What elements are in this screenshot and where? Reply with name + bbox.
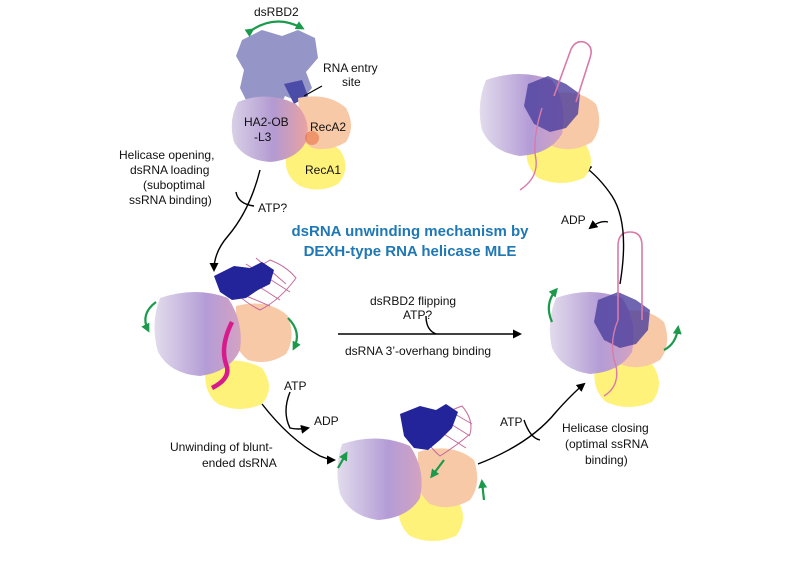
ha2-ob-l3-domain <box>337 438 422 520</box>
label-opening-1: Helicase opening, <box>119 148 214 162</box>
state-3-unwinding <box>337 404 488 541</box>
label-adp-bottom-left: ADP <box>314 414 339 428</box>
reca2-domain <box>417 448 478 508</box>
ssrna-strand <box>603 319 619 397</box>
arrow-atp-q-left <box>235 191 255 207</box>
dsrbd2-domain <box>400 404 458 450</box>
label-atp-bottom-right: ATP <box>500 415 522 429</box>
state-2-dsrna-loaded <box>141 257 301 409</box>
rotation-arrow-left <box>141 301 157 333</box>
label-adp-top-right: ADP <box>561 213 586 227</box>
label-closing-3: binding) <box>585 453 628 467</box>
label-ha2-ob: HA2-OB <box>244 115 289 129</box>
label-closing-1: Helicase closing <box>562 421 649 435</box>
diagram-title-line1: dsRNA unwinding mechanism by <box>292 223 530 240</box>
rna-hairpin <box>617 231 643 320</box>
state-1-open-helicase: dsRBD2 RNA entry site HA2-OB -L3 RecA2 R… <box>231 5 378 190</box>
label-opening-3: (suboptimal <box>143 178 205 192</box>
ha2-ob-l3-domain <box>154 292 241 376</box>
reca1-domain <box>205 360 269 409</box>
label-unwinding-2: ended dsRNA <box>202 456 277 470</box>
state-4-closed-helicase <box>547 231 682 407</box>
label-unwinding-1: Unwinding of blunt- <box>170 440 273 454</box>
label-l3: -L3 <box>254 130 272 144</box>
reca1-domain <box>285 137 346 190</box>
rotation-arrow-right <box>287 317 301 351</box>
arrow-release <box>582 164 625 285</box>
arrow-atp-adp-bottom-left <box>285 391 310 434</box>
arrow-unwinding <box>261 403 336 465</box>
rotation-arrow-right <box>478 479 488 501</box>
label-reca1: RecA1 <box>305 163 341 177</box>
diagram-title-line2: DEXH-type RNA helicase MLE <box>304 243 517 260</box>
rotation-arrow-left <box>547 287 558 323</box>
label-overhang: dsRNA 3’-overhang binding <box>345 344 491 358</box>
dsrbd2-domain <box>524 76 580 132</box>
ha2-ob-l3-domain <box>231 96 308 162</box>
label-opening-4: ssRNA binding) <box>129 193 212 207</box>
arrow-atp-bottom-right <box>523 419 541 441</box>
ssrna-strand <box>210 320 235 391</box>
arrow-adp-top-right <box>588 220 609 230</box>
label-atp-bottom-left: ATP <box>284 379 306 393</box>
label-opening-2: dsRNA loading <box>130 163 209 177</box>
label-rna-entry-2: site <box>342 75 361 89</box>
label-atp-q-center: ATP? <box>403 308 432 322</box>
state-5-product <box>479 40 600 191</box>
rna-hairpin <box>553 40 592 103</box>
arrow-atp-q-center <box>425 315 437 335</box>
label-atp-q-left: ATP? <box>258 201 287 215</box>
dsrbd2-domain <box>214 262 274 300</box>
arrow-opening <box>209 169 261 272</box>
dsrbd2-flip-arrow <box>244 20 305 38</box>
label-reca2: RecA2 <box>310 120 346 134</box>
label-flipping: dsRBD2 flipping <box>370 294 456 308</box>
rna-entry-pointer <box>303 85 323 97</box>
rotation-arrow-right <box>663 325 682 351</box>
label-dsrbd2: dsRBD2 <box>254 5 299 19</box>
dsrbd2-domain <box>594 292 650 348</box>
rotation-arrow-left <box>337 451 348 469</box>
reca2-domain <box>235 303 292 362</box>
arrow-closing <box>477 382 586 465</box>
label-rna-entry-1: RNA entry <box>323 61 378 75</box>
ssrna-strand <box>519 107 543 191</box>
label-closing-2: (optimal ssRNA <box>565 437 648 451</box>
rotation-arrow-center <box>430 459 445 479</box>
